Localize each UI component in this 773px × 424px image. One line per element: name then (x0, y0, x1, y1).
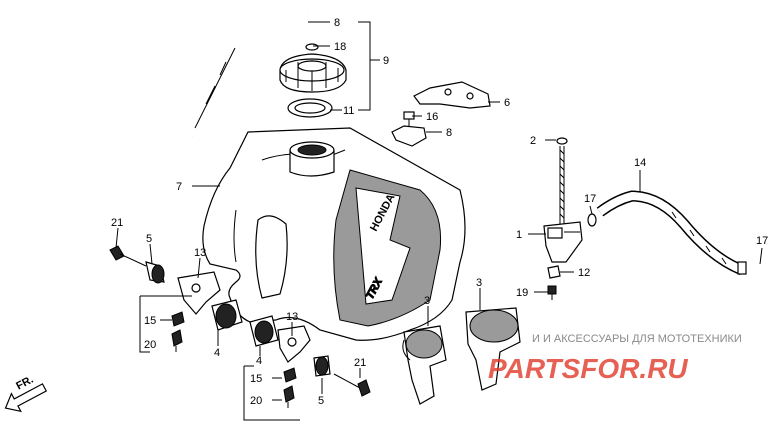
callout-9: 8 (446, 127, 452, 139)
front-direction-arrow: FR. (4, 374, 48, 413)
collar-5-right (313, 355, 331, 377)
fuel-line (596, 190, 745, 276)
bracket-13-right (277, 325, 311, 363)
fuel-tank: HONDA TRX (202, 127, 466, 341)
callout-1: 1 (516, 229, 522, 241)
callout-3-right: 3 (476, 277, 482, 289)
callout-4-right: 4 (256, 355, 262, 367)
callout-15-left: 15 (144, 315, 156, 327)
bolt-15-left (171, 311, 185, 327)
bracket-9 (391, 125, 427, 147)
callout-5-right: 5 (318, 395, 324, 407)
callout-17b: 17 (756, 235, 768, 247)
callout-20-right: 20 (250, 395, 262, 407)
callout-2: 2 (530, 135, 536, 147)
strap-3-left (402, 325, 447, 405)
clip-17a (587, 213, 597, 227)
clip-17b (737, 261, 747, 275)
callout-14: 14 (634, 157, 646, 169)
strap-3-right (465, 307, 521, 391)
bracket-6 (413, 81, 491, 109)
leader-lines (115, 21, 763, 421)
breather-hose (189, 9, 310, 138)
watermark: И И АКСЕССУАРЫ ДЛЯ МОТОТЕХНИКИ PARTSFOR.… (488, 333, 742, 384)
callout-10: 9 (383, 55, 389, 67)
bolt-21-right (333, 373, 371, 397)
callout-labels: 8 18 9 11 7 6 16 8 2 1 12 19 14 17 17 21… (111, 17, 768, 407)
callout-16: 16 (426, 111, 438, 123)
callout-13-right: 13 (286, 311, 298, 323)
callout-17a: 17 (584, 193, 596, 205)
callout-3-left: 3 (424, 295, 430, 307)
cushion-4-left (211, 299, 243, 331)
watermark-line2: PARTSFOR.RU (488, 353, 688, 384)
callout-18: 18 (334, 41, 346, 53)
callout-5-left: 5 (146, 233, 152, 245)
callout-8: 8 (334, 17, 340, 29)
callout-19: 19 (516, 287, 528, 299)
callout-12: 12 (578, 267, 590, 279)
bolt-21-left (109, 245, 147, 267)
bracket-13-left (177, 271, 221, 315)
cushion-4-right (249, 315, 279, 347)
callout-15-right: 15 (250, 373, 262, 385)
fuel-cap (279, 43, 347, 93)
bolt-20-left (171, 329, 183, 352)
cap-gasket (287, 98, 333, 118)
callout-6: 6 (504, 97, 510, 109)
callout-21-left: 21 (111, 217, 123, 229)
bolt-20-right (283, 385, 295, 408)
callout-7: 7 (176, 181, 182, 193)
callout-20-left: 20 (144, 339, 156, 351)
callout-4-left: 4 (214, 347, 220, 359)
watermark-line1: И И АКСЕССУАРЫ ДЛЯ МОТОТЕХНИКИ (532, 333, 742, 345)
callout-21-right: 21 (354, 357, 366, 369)
callout-13-left: 13 (194, 247, 206, 259)
callout-11: 11 (343, 105, 354, 117)
bolt-15-right (283, 367, 297, 383)
collar-5-left (145, 261, 165, 284)
fuel-valve (543, 137, 583, 300)
